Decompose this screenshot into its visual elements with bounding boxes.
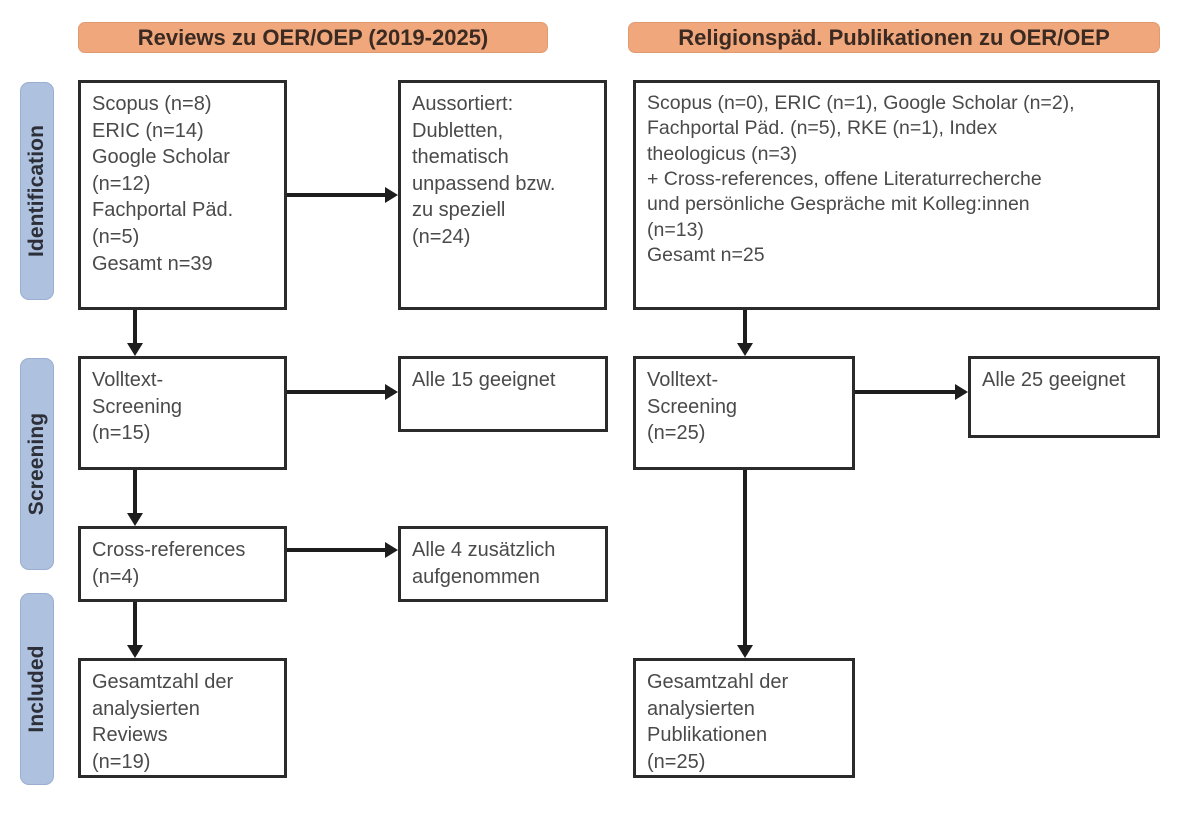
- arrowhead-left-sources-to-excluded: [385, 187, 398, 203]
- column-header-reviews-label: Reviews zu OER/OEP (2019-2025): [137, 24, 489, 50]
- column-header-religionspaed-label: Religionspäd. Publikationen zu OER/OEP: [678, 24, 1110, 50]
- arrowhead-left-crossrefs-to-result: [385, 542, 398, 558]
- connector-right-sources-to-fulltext: [743, 310, 747, 343]
- connector-left-sources-to-excluded: [287, 193, 385, 197]
- connector-left-crossrefs-to-result: [287, 548, 385, 552]
- arrowhead-right-sources-to-fulltext: [737, 343, 753, 356]
- box-right-fulltext-result: Alle 25 geeignet: [968, 356, 1160, 438]
- box-left-excluded: Aussortiert: Dubletten, thematisch unpas…: [398, 80, 607, 310]
- connector-right-fulltext-to-included: [743, 470, 747, 645]
- arrowhead-left-fulltext-to-result: [385, 384, 398, 400]
- column-header-religionspaed: Religionspäd. Publikationen zu OER/OEP: [628, 22, 1160, 53]
- arrowhead-right-fulltext-to-result: [955, 384, 968, 400]
- arrowhead-left-fulltext-to-crossrefs: [127, 513, 143, 526]
- stage-pill-screening: Screening: [20, 358, 54, 570]
- connector-left-fulltext-to-crossrefs: [133, 470, 137, 513]
- stage-pill-included: Included: [20, 593, 54, 785]
- box-right-included: Gesamtzahl der analysierten Publikatione…: [633, 658, 855, 778]
- connector-left-fulltext-to-result: [287, 390, 385, 394]
- stage-label-identification: Identification: [25, 124, 48, 258]
- arrowhead-left-crossrefs-to-included: [127, 645, 143, 658]
- connector-left-sources-to-fulltext: [133, 310, 137, 343]
- stage-label-included: Included: [25, 645, 48, 733]
- arrowhead-left-sources-to-fulltext: [127, 343, 143, 356]
- column-header-reviews: Reviews zu OER/OEP (2019-2025): [78, 22, 548, 53]
- box-left-identification-sources: Scopus (n=8) ERIC (n=14) Google Scholar …: [78, 80, 287, 310]
- connector-right-fulltext-to-result: [855, 390, 955, 394]
- box-left-fulltext-screening: Volltext- Screening (n=15): [78, 356, 287, 470]
- stage-pill-identification: Identification: [20, 82, 54, 300]
- connector-left-crossrefs-to-included: [133, 602, 137, 645]
- box-right-identification-sources: Scopus (n=0), ERIC (n=1), Google Scholar…: [633, 80, 1160, 310]
- arrowhead-right-fulltext-to-included: [737, 645, 753, 658]
- box-left-crossrefs-result: Alle 4 zusätzlich aufgenommen: [398, 526, 608, 602]
- box-left-fulltext-result: Alle 15 geeignet: [398, 356, 608, 432]
- stage-label-screening: Screening: [25, 412, 48, 516]
- box-right-fulltext-screening: Volltext- Screening (n=25): [633, 356, 855, 470]
- box-left-included: Gesamtzahl der analysierten Reviews (n=1…: [78, 658, 287, 778]
- box-left-crossrefs: Cross-references (n=4): [78, 526, 287, 602]
